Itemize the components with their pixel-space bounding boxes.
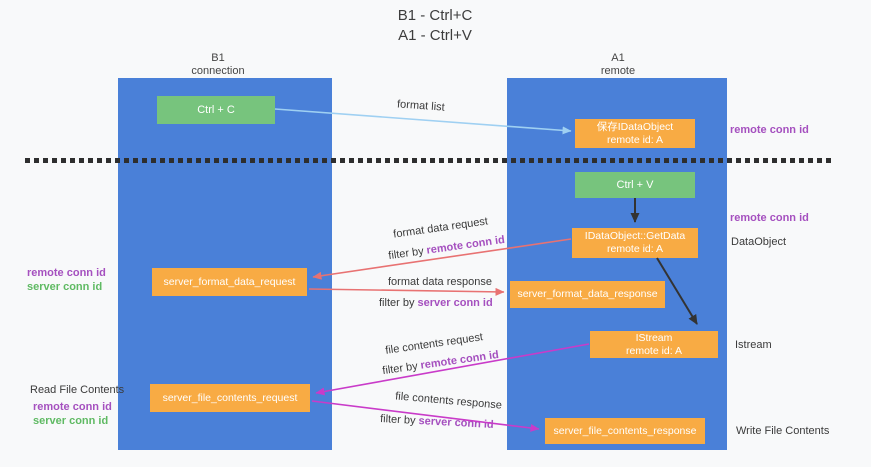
- title-line-2: A1 - Ctrl+V: [398, 27, 472, 44]
- lane-left-role: connection: [191, 65, 245, 77]
- node-istream: IStream remote id: A: [590, 331, 718, 358]
- label-left-server-conn-id-1: server conn id: [27, 281, 103, 293]
- label-remote-conn-id-top: remote conn id: [730, 124, 809, 136]
- lane-left-name: B1: [211, 52, 225, 64]
- label-file-contents-response: file contents response: [394, 390, 503, 412]
- label-left-server-conn-id-2: server conn id: [33, 415, 109, 427]
- node-getdata-line1: IDataObject::GetData: [584, 230, 686, 242]
- lane-header-right: A1 remote: [558, 52, 678, 78]
- node-server-format-data-response: server_format_data_response: [510, 281, 665, 308]
- server-conn-id-text: server conn id: [418, 415, 494, 431]
- filter-by-text: filter by: [379, 413, 419, 428]
- node-save-dataobject: 保存IDataObject remote id: A: [575, 119, 695, 148]
- label-filter-server-1: filter by server conn id: [379, 297, 493, 310]
- title-line-1: B1 - Ctrl+C: [397, 7, 473, 24]
- node-istream-line2: remote id: A: [625, 344, 683, 357]
- label-read-file-contents: Read File Contents: [30, 384, 125, 396]
- node-getdata-line2: remote id: A: [606, 243, 664, 255]
- node-ctrl-v: Ctrl + V: [575, 172, 695, 198]
- arrow-format-data-response: [308, 287, 505, 296]
- filter-by-text: filter by: [387, 244, 428, 263]
- server-conn-id-text: server conn id: [417, 297, 493, 309]
- label-left-remote-conn-id-1: remote conn id: [27, 267, 106, 279]
- lane-right-name: A1: [611, 52, 625, 64]
- label-filter-server-2: filter by server conn id: [380, 413, 494, 432]
- lane-right-role: remote: [600, 65, 636, 77]
- remote-conn-id-text: remote conn id: [425, 233, 506, 257]
- dashed-separator: [25, 158, 833, 163]
- lane-header-left: B1 connection: [158, 52, 278, 78]
- label-istream: Istream: [735, 339, 772, 351]
- node-save-dataobject-line1: 保存IDataObject: [596, 120, 674, 133]
- remote-conn-id-text: remote conn id: [419, 348, 500, 372]
- node-server-file-contents-request: server_file_contents_request: [150, 384, 310, 412]
- node-getdata: IDataObject::GetData remote id: A: [572, 228, 698, 258]
- diagram-title: B1 - Ctrl+C A1 - Ctrl+V: [285, 6, 585, 46]
- node-ctrl-c: Ctrl + C: [157, 96, 275, 124]
- node-server-format-data-request: server_format_data_request: [152, 268, 307, 296]
- label-remote-conn-id-mid: remote conn id: [730, 212, 809, 224]
- label-format-list: format list: [396, 98, 446, 114]
- label-left-remote-conn-id-2: remote conn id: [33, 401, 112, 413]
- label-write-file-contents: Write File Contents: [736, 425, 830, 437]
- node-server-file-contents-response: server_file_contents_response: [545, 418, 705, 444]
- node-istream-line1: IStream: [635, 331, 673, 344]
- label-dataobject: DataObject: [731, 236, 787, 248]
- filter-by-text: filter by: [381, 359, 422, 378]
- filter-by-text: filter by: [379, 297, 418, 309]
- node-save-dataobject-line2: remote id: A: [606, 133, 664, 146]
- label-format-data-response: format data response: [388, 276, 492, 288]
